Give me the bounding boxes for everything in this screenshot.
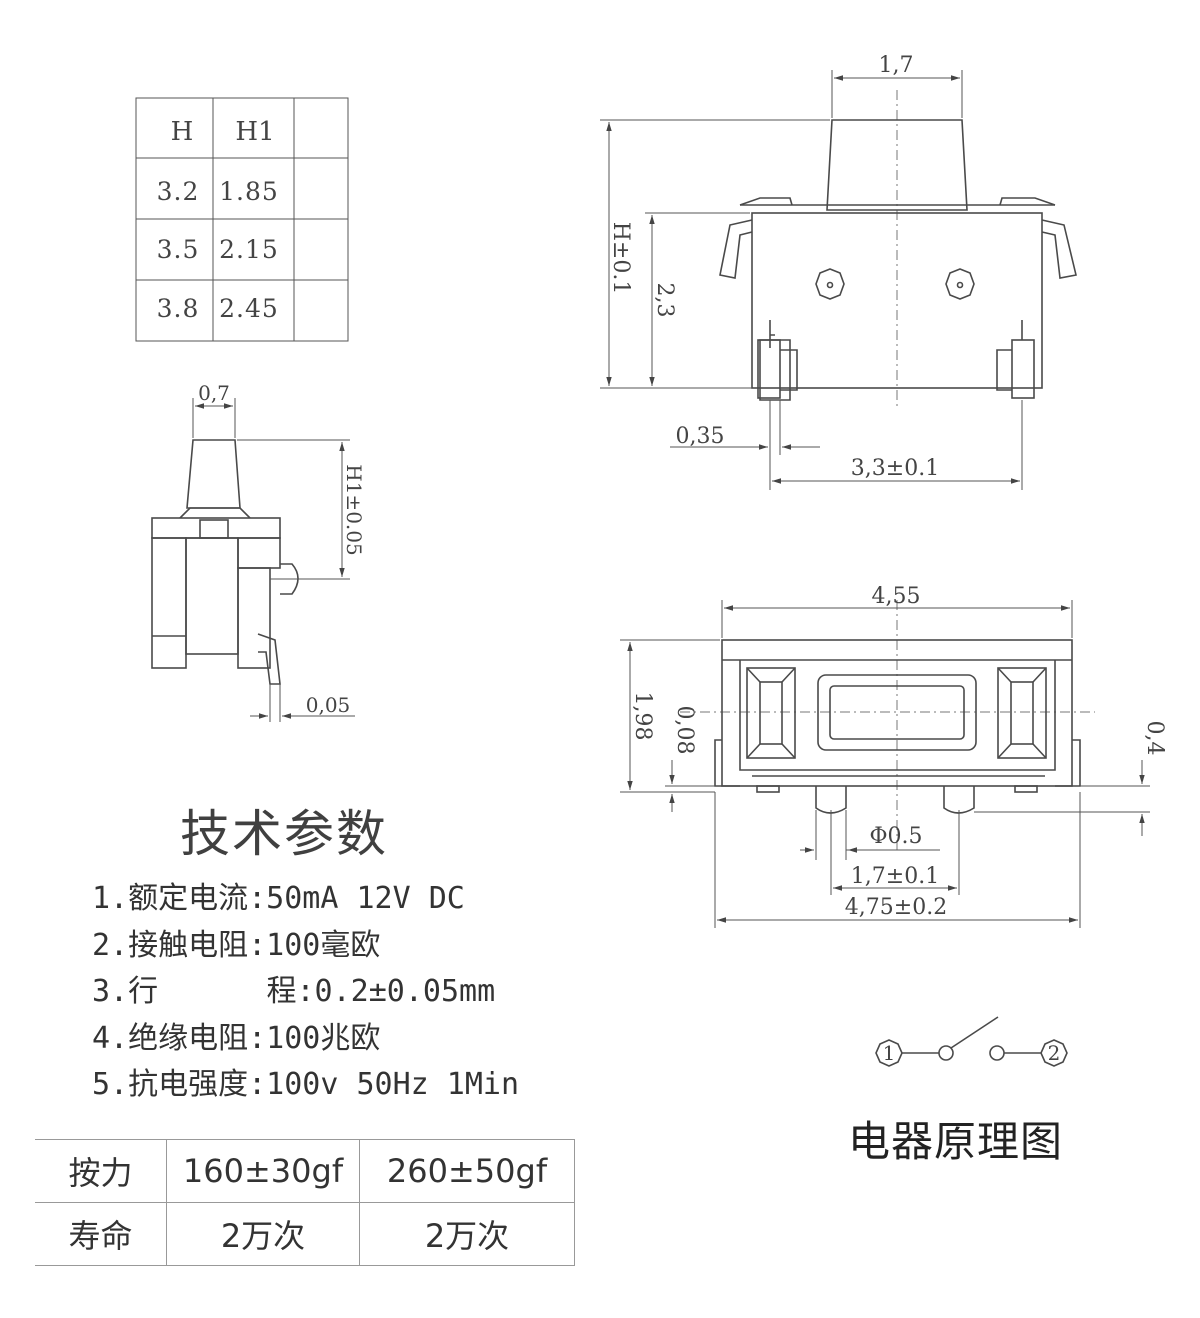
dim-front-top-width: 1,7 <box>879 53 914 78</box>
hh-header-h: H <box>171 117 194 147</box>
contact-left-icon <box>938 1045 954 1061</box>
table-cell: 2万次 <box>359 1202 575 1266</box>
params-list: 1.额定电流:50mA 12V DC 2.接触电阻:100毫欧 3.行 程:0.… <box>92 876 519 1109</box>
pin-1-icon: 1 <box>875 1039 903 1067</box>
param-item: 4.绝缘电阻:100兆欧 <box>92 1020 381 1056</box>
dim-bottom-small: 0,08 <box>672 706 697 755</box>
hh-table: H H1 3.2 1.85 3.5 2.15 3.8 2.45 <box>135 97 349 342</box>
hh-cell: 3.2 <box>157 177 200 206</box>
dim-side-offset: 0,05 <box>306 693 351 717</box>
dim-bottom-diameter: Φ0.5 <box>869 824 922 849</box>
hh-cell: 2.15 <box>219 235 279 264</box>
bottom-view: 4,55 1,98 0,08 0,4 Φ0.5 1,7±0.1 4,75±0.2 <box>620 584 1167 928</box>
dim-side-height: H1±0.05 <box>342 464 366 555</box>
param-item: 3.行 程:0.2±0.05mm <box>92 974 496 1009</box>
table-row: 寿命 2万次 2万次 <box>35 1202 575 1266</box>
dim-bottom-pin-span: 1,7±0.1 <box>851 864 939 889</box>
dim-front-height: H±0.1 <box>608 222 633 295</box>
dim-bottom-right: 0,4 <box>1142 721 1167 756</box>
hh-header-h1: H1 <box>235 117 274 147</box>
pin-1-label: 1 <box>883 1041 896 1065</box>
table-cell: 按力 <box>35 1139 167 1203</box>
hh-cell: 3.8 <box>157 294 200 323</box>
hh-cell: 2.45 <box>219 294 279 323</box>
contact-right-icon <box>989 1045 1005 1061</box>
front-view: 1,7 H±0.1 2,3 0,35 3,3±0.1 <box>600 53 1077 490</box>
circuit-title: 电器原理图 <box>848 1117 1064 1166</box>
force-table: 按力 160±30gf 260±50gf 寿命 2万次 2万次 <box>35 1139 575 1266</box>
rivet-icon <box>945 268 975 300</box>
params-title: 技术参数 <box>180 805 388 863</box>
dim-front-body-height: 2,3 <box>652 283 677 318</box>
pin-2-label: 2 <box>1048 1041 1061 1065</box>
side-view: 0,7 H1±0.05 0,05 <box>151 381 366 722</box>
rivet-icon <box>815 268 845 300</box>
hh-cell: 1.85 <box>219 177 279 206</box>
switch-lever-icon <box>950 1016 999 1049</box>
dim-front-pin-span: 3,3±0.1 <box>851 456 939 481</box>
dim-front-pin-width: 0,35 <box>676 424 725 449</box>
table-row: 按力 160±30gf 260±50gf <box>35 1139 575 1203</box>
table-cell: 260±50gf <box>359 1139 575 1203</box>
dim-side-top-width: 0,7 <box>198 381 230 405</box>
dim-bottom-height: 1,98 <box>630 692 655 741</box>
param-item: 1.额定电流:50mA 12V DC <box>92 881 465 916</box>
table-cell: 2万次 <box>166 1202 360 1266</box>
switch-schematic: 1 2 <box>875 1016 1068 1067</box>
param-item: 2.接触电阻:100毫欧 <box>92 927 381 963</box>
dim-bottom-width: 4,55 <box>872 584 921 609</box>
dim-bottom-total: 4,75±0.2 <box>845 895 947 920</box>
table-cell: 寿命 <box>35 1202 167 1266</box>
pin-2-icon: 2 <box>1040 1039 1068 1067</box>
param-item: 5.抗电强度:100v 50Hz 1Min <box>92 1067 520 1102</box>
table-cell: 160±30gf <box>166 1139 360 1203</box>
hh-cell: 3.5 <box>157 235 200 264</box>
